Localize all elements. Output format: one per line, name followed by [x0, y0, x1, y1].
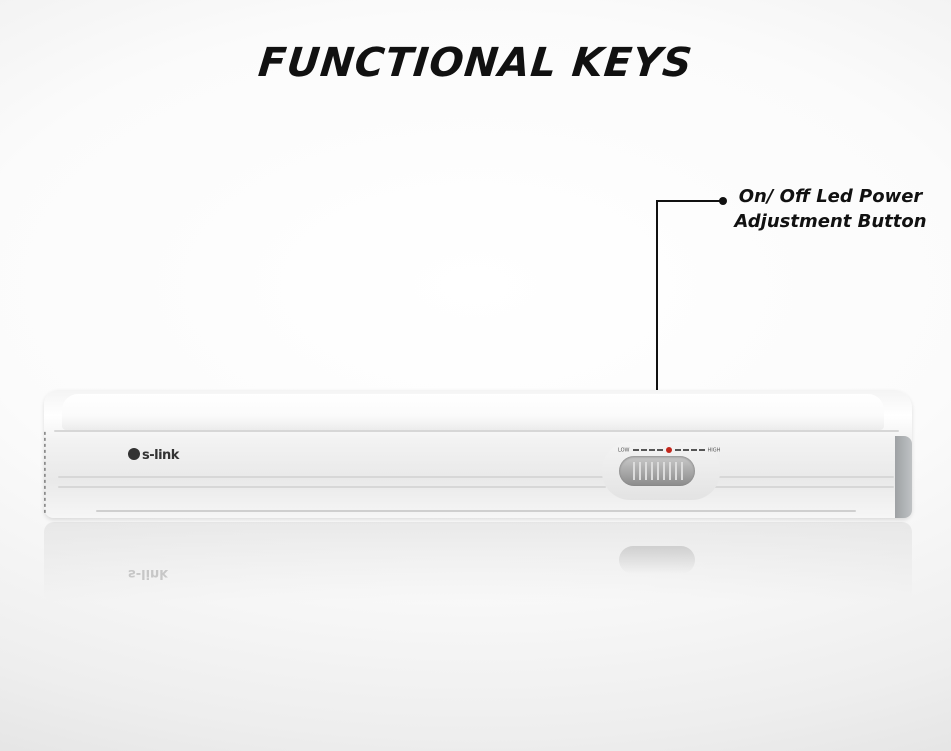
- led-light-bar: ▮▮▮▮▮▮▮▮▮▮▮▮▮▮ s-link LOW HIGH: [42, 390, 912, 520]
- body-groove: [58, 486, 606, 488]
- switch-grip-rib: [651, 462, 653, 480]
- indicator-dashes: [632, 449, 663, 451]
- power-adjustment-slider[interactable]: [619, 456, 695, 486]
- indicator-dashes: [674, 449, 705, 451]
- indicator-high-label: HIGH: [707, 447, 721, 454]
- switch-grip-rib: [669, 462, 671, 480]
- brand-logo-icon: [128, 448, 140, 460]
- switch-grip-rib: [675, 462, 677, 480]
- callout-leader-vertical: [656, 200, 658, 434]
- callout-line-2: Adjustment Button: [734, 211, 927, 232]
- callout-dot: [719, 197, 727, 205]
- switch-reflection: [619, 546, 695, 574]
- callout-leader-horizontal: [657, 200, 723, 202]
- body-groove: [714, 486, 894, 488]
- switch-grip-rib: [639, 462, 641, 480]
- switch-grip-rib: [663, 462, 665, 480]
- callout-label: On/ Off Led Power Adjustment Button: [728, 184, 933, 234]
- light-diffuser: [62, 394, 884, 430]
- body-groove: [714, 476, 894, 478]
- end-cap: [895, 436, 912, 518]
- page-title: FUNCTIONAL KEYS: [256, 40, 695, 86]
- switch-grip-rib: [681, 462, 683, 480]
- brand-logo-text: s-link: [142, 448, 179, 463]
- switch-grip-rib: [657, 462, 659, 480]
- switch-grip-rib: [633, 462, 635, 480]
- logo-reflection: s-link: [128, 566, 168, 581]
- base-edge: [96, 510, 856, 512]
- brand-logo: s-link: [128, 448, 179, 463]
- callout-line-1: On/ Off Led Power: [738, 186, 923, 207]
- body-groove: [54, 430, 899, 432]
- power-led-icon: [665, 447, 672, 453]
- side-label-print: ▮▮▮▮▮▮▮▮▮▮▮▮▮▮: [42, 430, 48, 514]
- product-reflection: [44, 522, 912, 602]
- body-groove: [58, 476, 606, 478]
- power-level-indicator: LOW HIGH: [618, 447, 720, 454]
- indicator-low-label: LOW: [618, 447, 630, 454]
- switch-grip-rib: [645, 462, 647, 480]
